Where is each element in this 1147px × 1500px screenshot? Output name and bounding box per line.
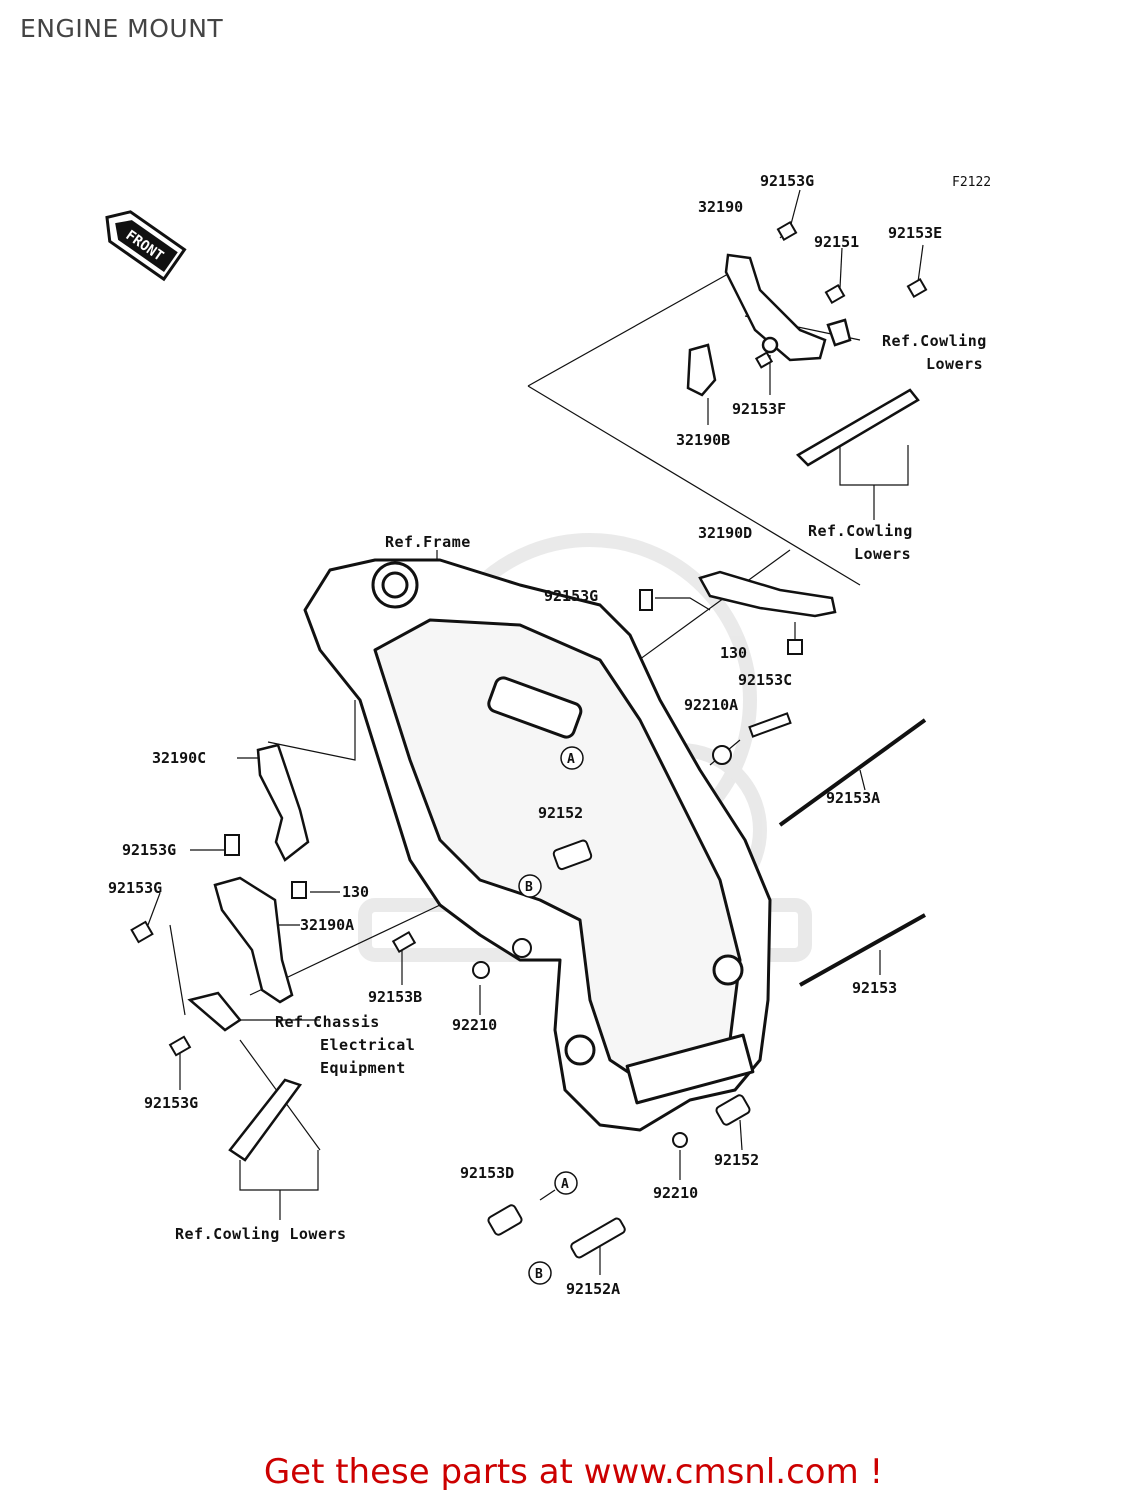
part-label-92153E: 92153E <box>888 224 942 242</box>
part-label-130: 130 <box>342 883 369 901</box>
part-label-92152: 92152 <box>714 1151 759 1169</box>
part-label-32190A: 32190A <box>300 916 354 934</box>
bracket-32190 <box>724 253 827 362</box>
bracket-32190B <box>686 343 717 397</box>
figure-code: F2122 <box>952 175 991 190</box>
ref-label-chassis: Ref.Chassis <box>275 1013 380 1031</box>
svg-text:A: A <box>567 752 575 767</box>
part-label-92153C: 92153C <box>738 671 792 689</box>
part-label-92153: 92153 <box>852 979 897 997</box>
svg-text:B: B <box>535 1267 543 1282</box>
part-label-92210: 92210 <box>452 1016 497 1034</box>
part-label-32190C: 32190C <box>152 749 206 767</box>
callout-a-low: A <box>554 1171 578 1195</box>
part-label-32190: 32190 <box>698 198 743 216</box>
fasteners <box>130 220 928 1259</box>
part-label-92153B: 92153B <box>368 988 422 1006</box>
part-label-92210A: 92210A <box>684 696 738 714</box>
callout-b-mid: B <box>518 874 542 898</box>
bracket-32190D <box>698 570 837 618</box>
part-label-92152: 92152 <box>538 804 583 822</box>
part-label-130: 130 <box>720 644 747 662</box>
callout-b-low: B <box>528 1261 552 1285</box>
front-arrow-icon: FRONT <box>105 210 187 282</box>
part-label-92153D: 92153D <box>460 1164 514 1182</box>
part-label-92153G: 92153G <box>144 1094 198 1112</box>
callout-a-mid: A <box>560 746 584 770</box>
ref-label-chassis: Equipment <box>320 1059 406 1077</box>
part-label-32190B: 32190B <box>676 431 730 449</box>
ref-label-cowling-lowers: Ref.Cowling Lowers <box>175 1225 347 1243</box>
svg-text:B: B <box>525 880 533 895</box>
ref-label-cowling-lowers: Lowers <box>854 545 911 563</box>
part-label-92153F: 92153F <box>732 400 786 418</box>
svg-text:A: A <box>561 1177 569 1192</box>
bracket-32190A <box>213 876 294 1004</box>
ref-label-chassis: Electrical <box>320 1036 415 1054</box>
part-label-92153A: 92153A <box>826 789 880 807</box>
part-label-92153G: 92153G <box>122 841 176 859</box>
part-label-92153G: 92153G <box>760 172 814 190</box>
cowling-bracket-lower <box>187 991 303 1162</box>
page-title: ENGINE MOUNT <box>20 14 224 43</box>
promo-footer-text: Get these parts at www.cmsnl.com ! <box>263 1452 884 1492</box>
part-label-32190D: 32190D <box>698 524 752 542</box>
cowling-bracket-upper <box>795 318 920 467</box>
engine-mount-diagram: FRONT <box>105 172 991 1298</box>
part-label-92210: 92210 <box>653 1184 698 1202</box>
part-label-92153G: 92153G <box>544 587 598 605</box>
part-label-92153G: 92153G <box>108 879 162 897</box>
bracket-32190C <box>256 743 310 862</box>
part-label-92152A: 92152A <box>566 1280 620 1298</box>
ref-label-frame: Ref.Frame <box>385 533 471 551</box>
ref-label-cowling-lowers: Lowers <box>926 355 983 373</box>
ref-label-cowling-lowers: Ref.Cowling <box>808 522 913 540</box>
part-label-92151: 92151 <box>814 233 859 251</box>
ref-label-cowling-lowers: Ref.Cowling <box>882 332 987 350</box>
